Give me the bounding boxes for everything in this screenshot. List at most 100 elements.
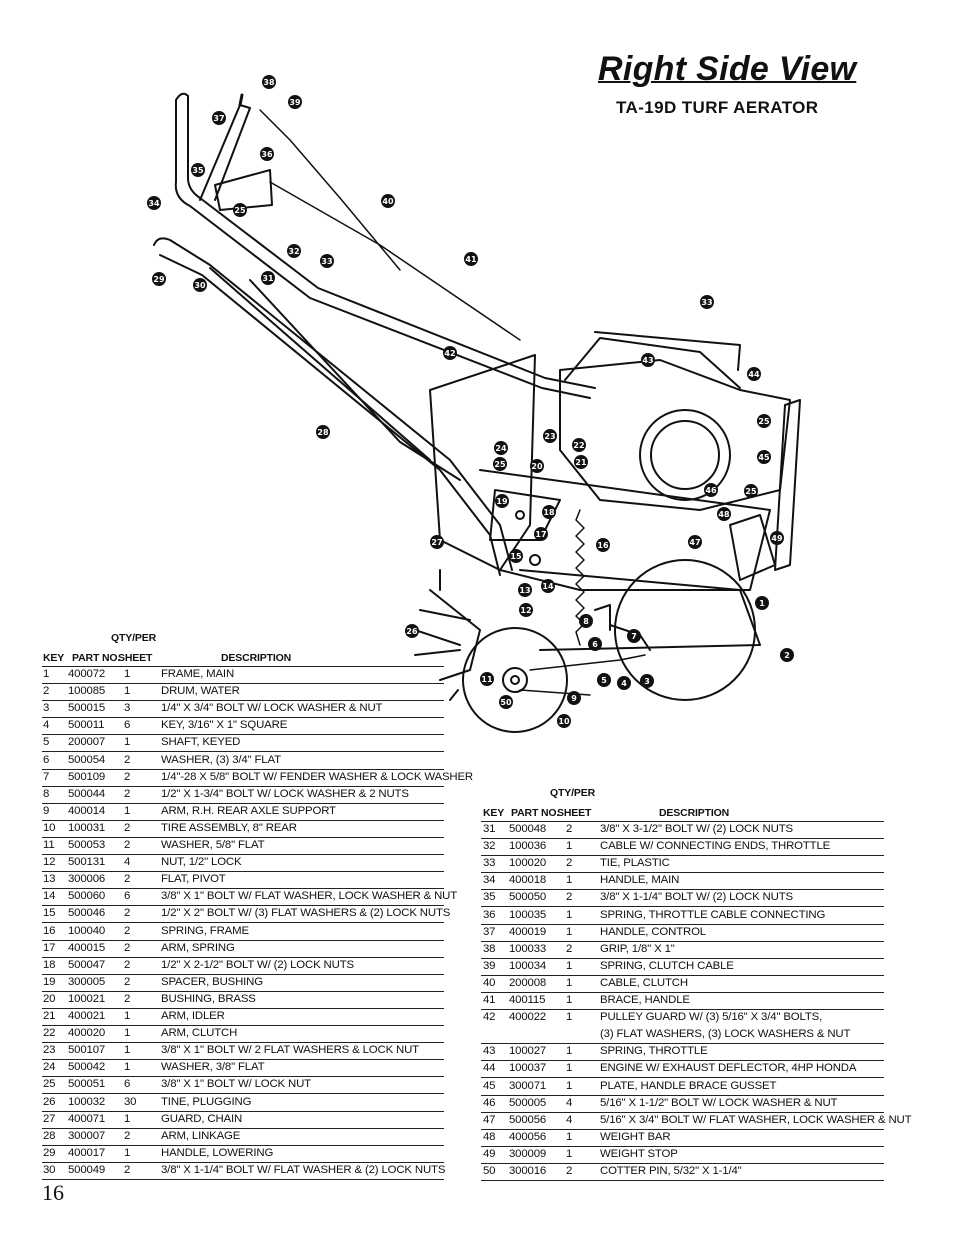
part-key: 33 bbox=[483, 857, 496, 870]
callout-43: 43 bbox=[641, 353, 655, 367]
callout-bubble bbox=[152, 272, 166, 286]
part-key: 14 bbox=[43, 890, 56, 903]
part-description: ARM, CLUTCH bbox=[161, 1027, 238, 1040]
part-number: 100020 bbox=[509, 857, 547, 870]
callout-label: 3 bbox=[644, 677, 650, 686]
lowering-handle-drawing bbox=[153, 237, 513, 571]
part-key: 18 bbox=[43, 958, 56, 971]
callout-label: 7 bbox=[631, 632, 637, 641]
callout-label: 47 bbox=[689, 538, 700, 547]
callout-label: 31 bbox=[262, 274, 274, 283]
key-header: KEY bbox=[483, 807, 505, 819]
part-qty: 1 bbox=[566, 908, 573, 921]
description-header: DESCRIPTION bbox=[659, 807, 730, 819]
callout-label: 1 bbox=[759, 599, 765, 608]
part-description: WASHER, (3) 3/4" FLAT bbox=[161, 753, 281, 766]
callout-25: 25 bbox=[757, 414, 771, 428]
frame-drawing bbox=[429, 354, 536, 571]
callout-28: 28 bbox=[316, 425, 330, 439]
callout-label: 6 bbox=[592, 640, 598, 649]
part-key: 15 bbox=[43, 907, 56, 920]
part-qty: 1 bbox=[566, 925, 573, 938]
callout-45: 45 bbox=[757, 450, 771, 464]
callout-bubble bbox=[519, 603, 533, 617]
part-qty: 4 bbox=[124, 856, 131, 869]
callout-48: 48 bbox=[717, 507, 731, 521]
callout-bubble bbox=[700, 295, 714, 309]
part-qty: 4 bbox=[566, 1096, 573, 1109]
part-key: 32 bbox=[483, 840, 496, 853]
part-key: 39 bbox=[483, 959, 496, 972]
callout-bubble bbox=[534, 527, 548, 541]
part-key: 4 bbox=[43, 719, 50, 732]
part-number: 100031 bbox=[68, 821, 106, 834]
callout-49: 49 bbox=[770, 531, 784, 545]
callout-label: 36 bbox=[261, 150, 273, 159]
callout-2: 2 bbox=[780, 648, 794, 662]
part-key: 37 bbox=[483, 925, 496, 938]
part-number: 500107 bbox=[68, 1044, 106, 1057]
callout-label: 14 bbox=[542, 582, 554, 591]
part-description: BRACE, HANDLE bbox=[600, 994, 690, 1006]
callout-bubble bbox=[493, 457, 507, 471]
callout-bubble bbox=[518, 583, 532, 597]
main-handle-drawing bbox=[174, 99, 591, 399]
part-number: 400022 bbox=[509, 1011, 547, 1024]
part-number: 500054 bbox=[68, 753, 106, 766]
callout-bubble bbox=[704, 483, 718, 497]
part-number: 100035 bbox=[509, 908, 547, 921]
part-qty: 2 bbox=[566, 1165, 573, 1177]
callout-bubble bbox=[316, 425, 330, 439]
callout-label: 32 bbox=[288, 247, 299, 256]
part-qty: 1 bbox=[124, 1061, 131, 1074]
callout-7: 7 bbox=[627, 629, 641, 643]
part-number: 400056 bbox=[509, 1130, 547, 1143]
callout-37: 37 bbox=[212, 111, 226, 125]
part-key: 43 bbox=[483, 1045, 496, 1058]
part-key: 16 bbox=[43, 924, 56, 937]
part-number: 500015 bbox=[68, 702, 106, 715]
part-qty: 2 bbox=[124, 941, 131, 954]
callout-13: 13 bbox=[518, 583, 532, 597]
part-number: 400014 bbox=[68, 804, 106, 817]
part-qty: 2 bbox=[566, 891, 573, 904]
part-number: 100033 bbox=[509, 942, 547, 955]
callout-bubble bbox=[212, 111, 226, 125]
callout-label: 25 bbox=[234, 206, 246, 215]
callout-bubble bbox=[320, 254, 334, 268]
part-qty: 6 bbox=[124, 890, 131, 903]
callout-label: 45 bbox=[758, 453, 770, 462]
part-description: GRIP, 1/8" X 1" bbox=[600, 942, 675, 955]
part-key: 48 bbox=[483, 1130, 496, 1143]
part-description: HANDLE, LOWERING bbox=[161, 1146, 274, 1159]
part-description: PLATE, HANDLE BRACE GUSSET bbox=[600, 1079, 777, 1092]
part-qty: 1 bbox=[124, 668, 131, 680]
part-number: 300016 bbox=[509, 1165, 547, 1177]
callout-label: 25 bbox=[745, 487, 757, 496]
part-key: 11 bbox=[43, 839, 55, 851]
part-description: HANDLE, MAIN bbox=[600, 874, 680, 887]
part-number: 400021 bbox=[68, 1010, 106, 1022]
part-number: 500044 bbox=[68, 787, 106, 800]
part-qty: 2 bbox=[124, 992, 131, 1005]
callout-bubble bbox=[757, 414, 771, 428]
part-key: 8 bbox=[43, 787, 50, 800]
callout-bubble bbox=[287, 244, 301, 258]
part-qty: 1 bbox=[124, 1027, 131, 1040]
part-description: SPRING, FRAME bbox=[161, 924, 249, 937]
part-qty: 2 bbox=[124, 821, 131, 834]
part-number: 500051 bbox=[68, 1078, 106, 1091]
table-header-row: KEY PART NO. SHEET DESCRIPTION bbox=[481, 804, 884, 822]
part-description: PULLEY GUARD W/ (3) 5/16" X 3/4" BOLTS, bbox=[600, 1011, 823, 1024]
